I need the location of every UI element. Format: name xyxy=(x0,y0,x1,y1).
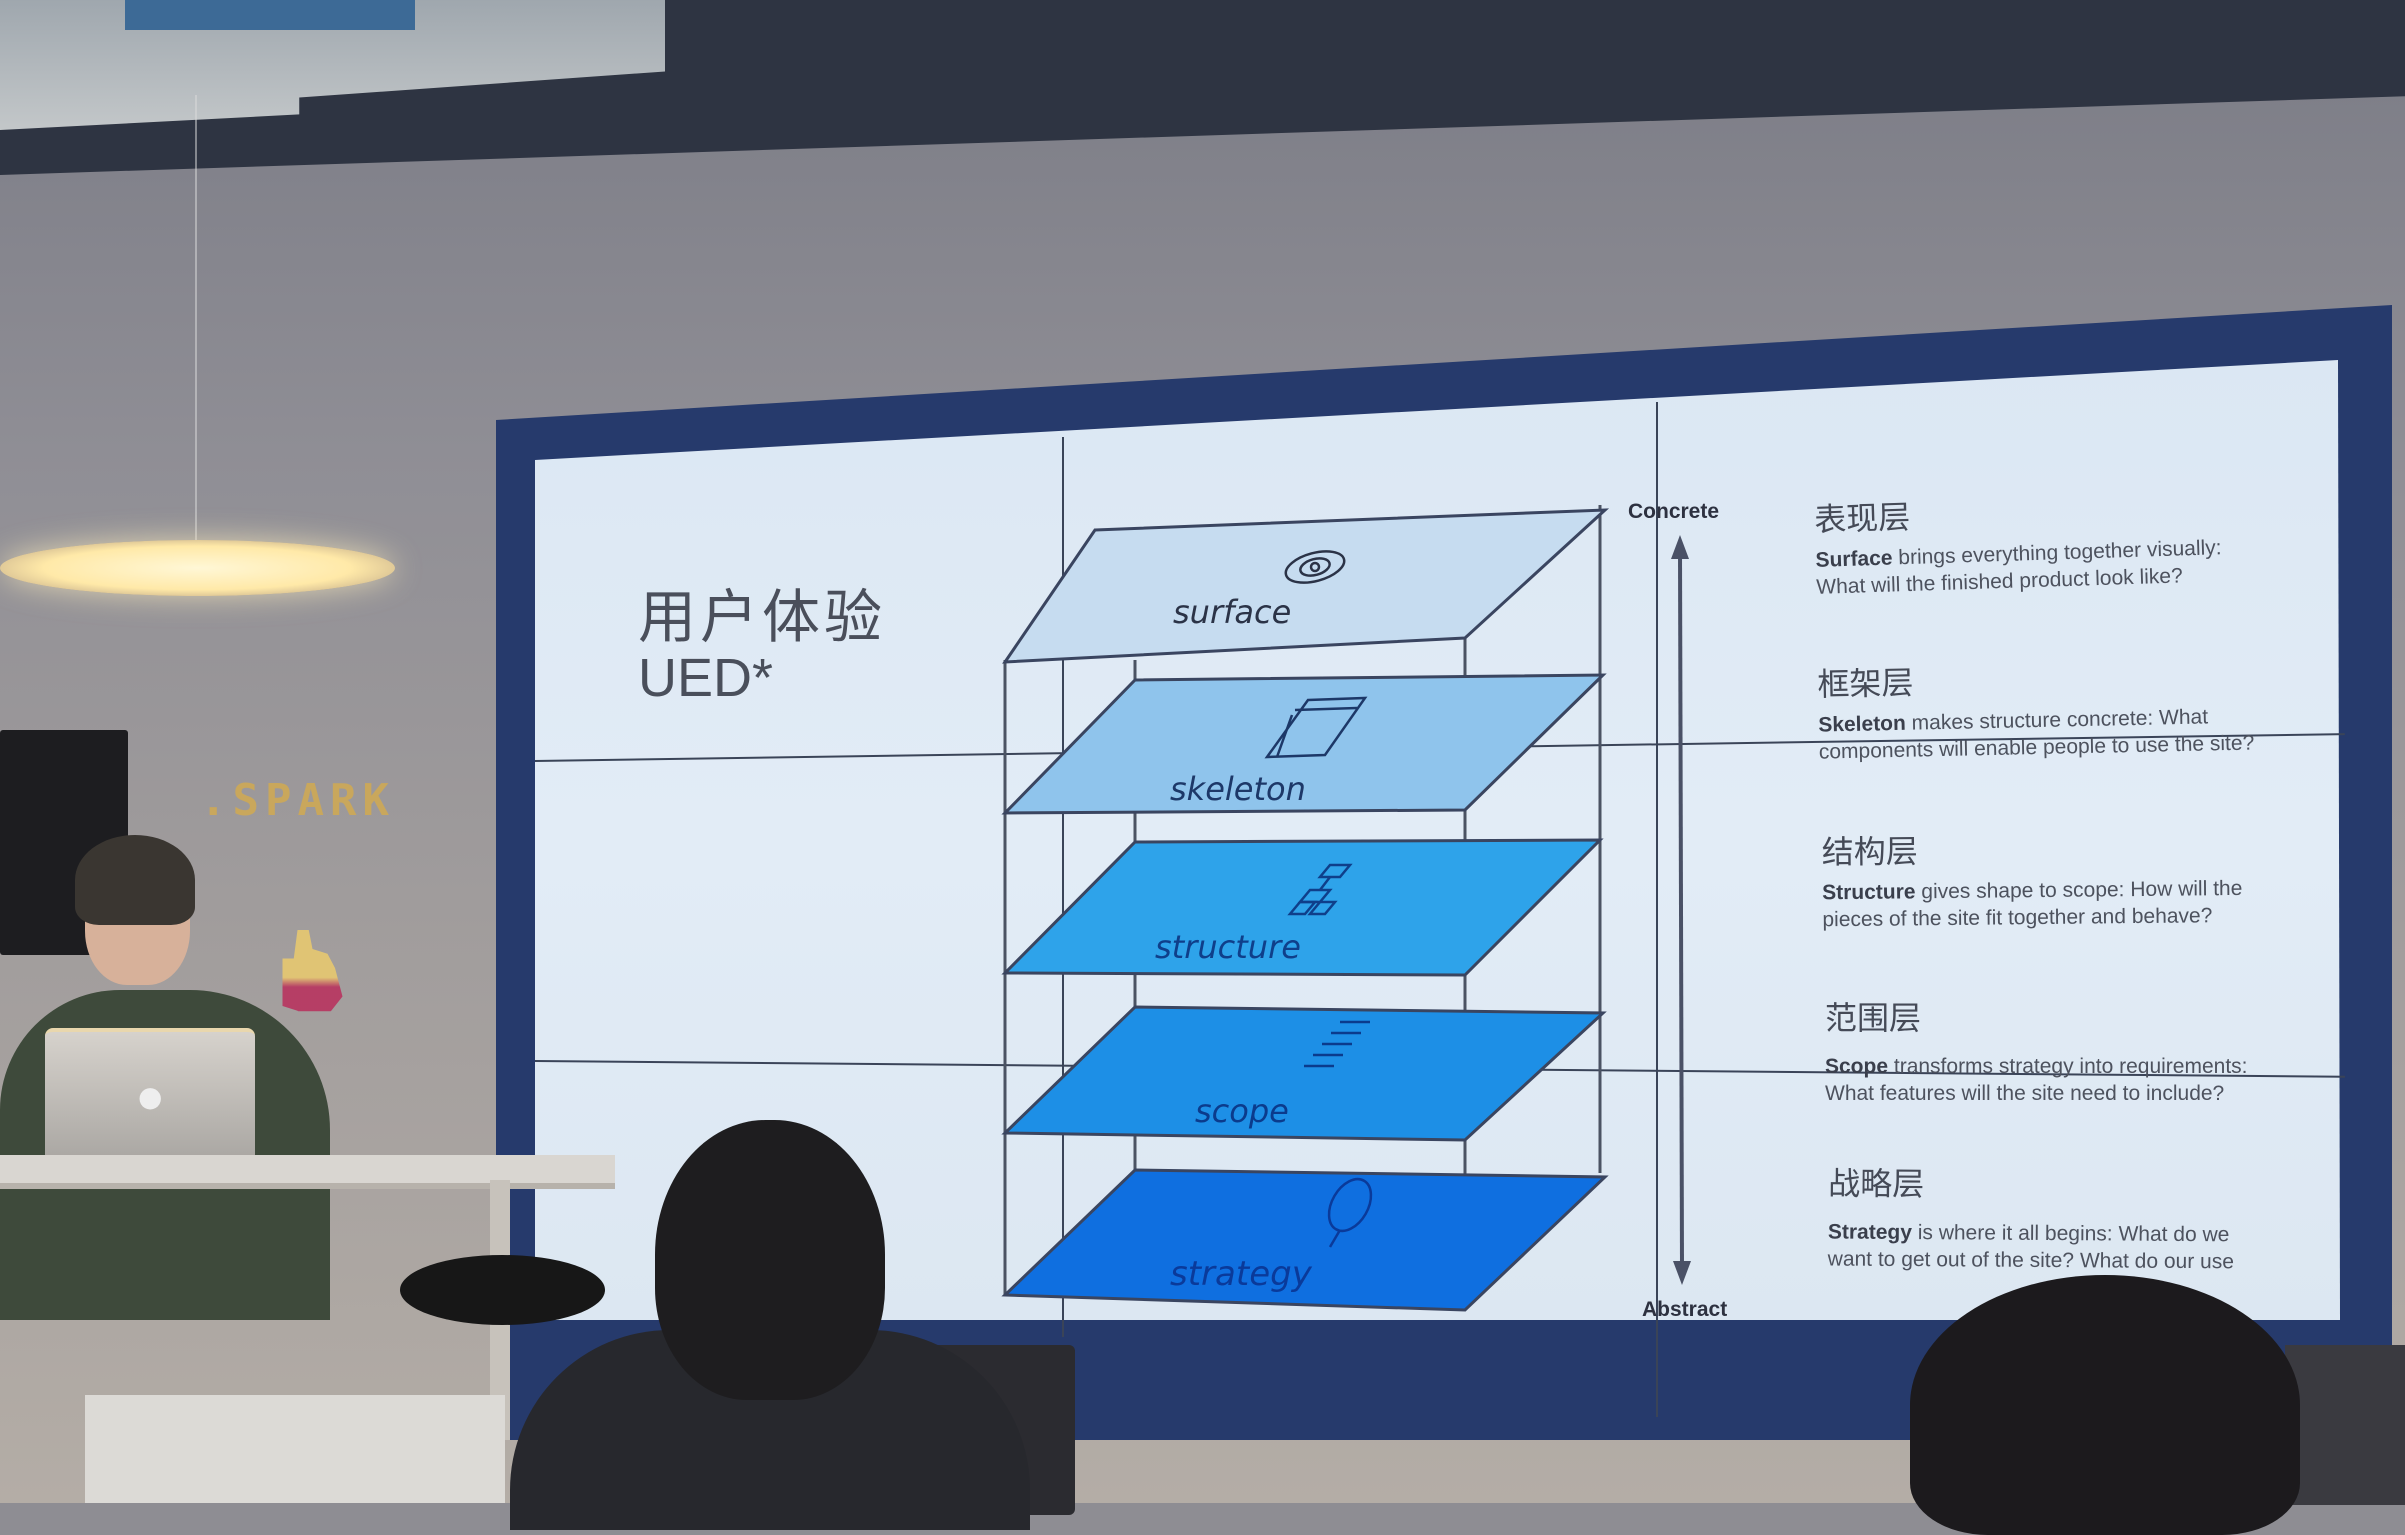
svg-text:surface: surface xyxy=(1173,593,1291,631)
layer-desc-skeleton: 框架层 Skeleton makes structure concrete: W… xyxy=(1817,650,2259,765)
layer-keyword: Surface xyxy=(1815,546,1893,572)
concrete-abstract-arrow xyxy=(1671,535,1691,1285)
apple-logo-icon: ● xyxy=(138,1080,163,1113)
slide-subtitle: UED* xyxy=(638,648,774,708)
slide-title: 用户体验 xyxy=(638,583,887,651)
hierarchy-icon xyxy=(1287,863,1353,916)
plane-scope: scope xyxy=(1001,1005,1607,1142)
plane-surface: surface xyxy=(1002,508,1610,664)
layer-desc-surface: 表现层 Surface brings everything together v… xyxy=(1813,481,2256,601)
svg-text:structure: structure xyxy=(1155,928,1301,966)
presenter-hat xyxy=(75,835,195,925)
layer-heading: 结构层 xyxy=(1821,833,1918,871)
svg-text:scope: scope xyxy=(1195,1092,1289,1130)
layer-desc-strategy: 战略层 Strategy is where it all begins: Wha… xyxy=(1828,1158,2269,1275)
audience-member-head-right xyxy=(1910,1275,2300,1535)
arrow-up-icon xyxy=(1671,535,1689,559)
layer-desc-scope: 范围层 Scope transforms strategy into requi… xyxy=(1825,993,2265,1107)
list-icon xyxy=(1304,1020,1370,1068)
svg-text:skeleton: skeleton xyxy=(1170,770,1306,808)
plane-skeleton: skeleton xyxy=(1001,673,1607,815)
plane-structure: structure xyxy=(1001,838,1604,977)
layer-keyword: Skeleton xyxy=(1818,711,1907,737)
layer-keyword: Scope xyxy=(1825,1055,1889,1078)
audience-member-head xyxy=(655,1120,885,1400)
desk xyxy=(0,1155,615,1183)
ux-layers-diagram: strategy scope structure skeleto xyxy=(1001,505,1610,1312)
layer-keyword: Structure xyxy=(1822,880,1916,905)
layer-desc-structure: 结构层 Structure gives shape to scope: How … xyxy=(1821,823,2262,934)
lightbulb-icon xyxy=(1327,1177,1373,1248)
svg-text:strategy: strategy xyxy=(1170,1254,1313,1294)
panel-seam xyxy=(1656,402,1658,1417)
pendant-lamp xyxy=(0,540,395,596)
axis-bottom-label: Abstract xyxy=(1642,1298,1728,1321)
wall-sign: .SPARK xyxy=(200,775,395,826)
laptop xyxy=(45,1028,255,1162)
panel-seam xyxy=(1062,437,1064,1337)
axis-top-label: Concrete xyxy=(1628,500,1720,523)
layer-heading: 框架层 xyxy=(1817,664,1914,703)
eye-icon xyxy=(1284,550,1346,584)
wireframe-icon xyxy=(1264,696,1368,759)
arrow-down-icon xyxy=(1673,1261,1691,1285)
layer-keyword: Strategy xyxy=(1827,1220,1912,1245)
audience-laptop-right xyxy=(2285,1345,2405,1505)
plane-strategy: strategy xyxy=(1001,1168,1609,1312)
ceiling-panel-recess xyxy=(125,0,415,30)
bar-stool xyxy=(400,1255,605,1325)
lamp-wire xyxy=(195,95,197,545)
layer-heading: 战略层 xyxy=(1828,1165,1925,1203)
layer-heading: 范围层 xyxy=(1825,1000,1922,1036)
layer-text: transforms strategy into requirements: W… xyxy=(1825,1055,2248,1105)
front-table xyxy=(85,1395,505,1503)
